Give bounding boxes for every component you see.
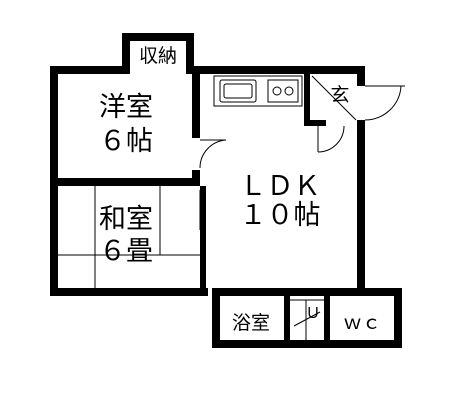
- entrance-step: [311, 75, 357, 121]
- stove-icon: [267, 79, 299, 103]
- wet-area-walls: [212, 288, 402, 348]
- japanese-room-size: ６畳: [99, 236, 153, 267]
- ldk-label: ＬＤＫ: [240, 171, 321, 202]
- japanese-room-label: 和室: [99, 204, 153, 235]
- western-room-label: 洋室: [99, 92, 153, 123]
- ut-label: Ｕ: [305, 304, 320, 322]
- kitchen-counter: [213, 75, 303, 107]
- door-western: [199, 139, 227, 169]
- door-ldk-entrance: [317, 125, 345, 153]
- ldk-size: １０帖: [240, 200, 321, 231]
- sink-icon: [219, 79, 257, 103]
- storage-label: 収納: [139, 45, 177, 67]
- bath-label: 浴室: [232, 312, 270, 334]
- wc-label: ｗｃ: [343, 312, 381, 334]
- door-entrance: [364, 85, 405, 121]
- entrance-label: 玄: [330, 84, 349, 106]
- western-room-size: ６帖: [99, 126, 153, 157]
- washroom-fixtures: [290, 299, 324, 340]
- interior-walls: [50, 66, 326, 296]
- storage-closet: [122, 33, 194, 73]
- tatami-lines: [58, 186, 200, 288]
